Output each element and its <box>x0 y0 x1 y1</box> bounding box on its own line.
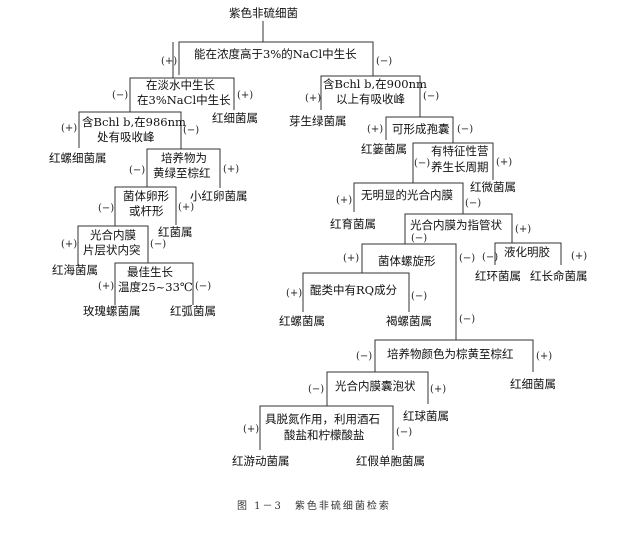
sign-plus: (+) <box>237 90 254 101</box>
question-culture-color-line1: 培养物为 <box>161 151 207 165</box>
sign-minus: (−) <box>411 233 428 244</box>
question-culture-color-line2: 黄绿至棕红 <box>153 166 211 180</box>
question-brown-culture: 培养物颜色为棕黄至棕红 <box>387 347 514 361</box>
sign-minus: (−) <box>414 158 431 169</box>
question-bchl-986-line2: 处有吸收峰 <box>97 130 155 144</box>
taxon-label: 红长命菌属 <box>530 269 588 283</box>
question-vesicular-membrane: 光合内膜囊泡状 <box>335 379 416 393</box>
question-cell-shape-line1: 菌体卵形 <box>123 189 169 203</box>
taxon-label: 红细菌属 <box>212 111 258 125</box>
sign-minus: (−) <box>411 291 428 302</box>
sign-plus: (+) <box>536 351 553 362</box>
question-denitrification-line2: 酸盐和柠檬酸盐 <box>284 428 365 442</box>
taxon-label: 小红卵菌属 <box>190 189 248 203</box>
sign-minus: (−) <box>459 253 476 264</box>
sign-plus: (+) <box>286 288 303 299</box>
taxon-label: 玫瑰螺菌属 <box>83 304 141 318</box>
question-lamellar-membrane-line2: 片层状内突 <box>83 243 141 257</box>
sign-minus: (−) <box>150 239 167 250</box>
sign-plus: (+) <box>336 195 353 206</box>
sign-minus: (−) <box>396 427 413 438</box>
sign-plus: (+) <box>243 424 260 435</box>
taxon-label: 红弧菌属 <box>170 304 216 318</box>
sign-plus: (+) <box>515 224 532 235</box>
taxon-label: 红游动菌属 <box>232 454 290 468</box>
sign-plus: (+) <box>61 123 78 134</box>
figure-caption: 图 1－3 紫色非硫细菌检索 <box>237 501 391 512</box>
question-spiral-cell: 菌体螺旋形 <box>378 254 436 268</box>
question-cell-shape-line2: 或杆形 <box>129 204 164 218</box>
taxon-label: 红螺菌属 <box>279 314 325 328</box>
sign-plus: (+) <box>98 281 115 292</box>
question-salt-tolerance: 能在浓度高于3%的NaCl中生长 <box>194 47 357 61</box>
question-freshwater-line1: 在淡水中生长 <box>146 78 215 92</box>
sign-minus: (−) <box>482 252 499 263</box>
taxon-label: 红球菌属 <box>403 409 449 423</box>
taxon-label: 红微菌属 <box>470 180 516 194</box>
sign-minus: (−) <box>465 198 482 209</box>
taxon-label: 红海菌属 <box>52 263 98 277</box>
sign-plus: (+) <box>223 164 240 175</box>
question-gelatin-liquefaction: 液化明胶 <box>504 245 550 259</box>
taxon-label: 红篓菌属 <box>361 142 407 156</box>
question-rq-quinone: 醌类中有RQ成分 <box>310 283 398 297</box>
sign-minus: (−) <box>376 56 393 67</box>
question-no-membrane: 无明显的光合内膜 <box>361 188 453 202</box>
sign-plus: (+) <box>343 253 360 264</box>
question-bchl-900-line2: 以上有吸收峰 <box>336 92 405 106</box>
taxon-label: 红假单胞菌属 <box>356 454 425 468</box>
taxon-label: 红螺细菌属 <box>49 151 107 165</box>
question-cyst-forming: 可形成孢囊 <box>392 122 450 136</box>
question-denitrification-line1: 具脱氮作用，利用酒石 <box>265 412 380 426</box>
question-bchl-900-line1: 含Bchl b,在900nm <box>323 77 427 91</box>
sign-minus: (−) <box>112 90 129 101</box>
sign-plus: (+) <box>496 157 513 168</box>
sign-minus: (−) <box>356 351 373 362</box>
sign-plus: (+) <box>367 124 384 135</box>
taxon-label: 芽生绿菌属 <box>289 114 347 128</box>
question-optimal-temp-line1: 最佳生长 <box>127 265 173 279</box>
sign-minus: (−) <box>183 125 200 136</box>
sign-plus: (+) <box>161 56 178 67</box>
sign-plus: (+) <box>178 202 195 213</box>
sign-minus: (−) <box>129 165 146 176</box>
question-growth-cycle-line1: 有特征性营 <box>431 144 489 158</box>
taxon-label: 红育菌属 <box>330 217 376 231</box>
taxon-label: 褐螺菌属 <box>386 314 432 328</box>
sign-plus: (+) <box>61 239 78 250</box>
taxon-label: 红环菌属 <box>475 269 521 283</box>
sign-minus: (−) <box>195 281 212 292</box>
question-optimal-temp-line2: 温度25~33℃ <box>118 280 193 294</box>
sign-minus: (−) <box>459 314 476 325</box>
question-bchl-986-line1: 含Bchl b,在986nm <box>82 115 186 129</box>
sign-minus: (−) <box>423 91 440 102</box>
question-tubular-membrane: 光合内膜为指管状 <box>410 218 502 232</box>
question-freshwater-line2: 在3%NaCl中生长 <box>137 93 231 107</box>
question-lamellar-membrane-line1: 光合内膜 <box>90 228 136 242</box>
sign-plus: (+) <box>430 384 447 395</box>
sign-minus: (−) <box>308 384 325 395</box>
question-growth-cycle-line2: 养生长周期 <box>431 160 489 174</box>
sign-plus: (+) <box>305 93 322 104</box>
sign-minus: (−) <box>98 203 115 214</box>
sign-minus: (−) <box>457 124 474 135</box>
taxon-label: 红菌属 <box>158 225 193 239</box>
taxon-label: 红细菌属 <box>510 377 556 391</box>
root-node: 紫色非硫细菌 <box>229 6 298 20</box>
sign-plus: (+) <box>571 251 588 262</box>
